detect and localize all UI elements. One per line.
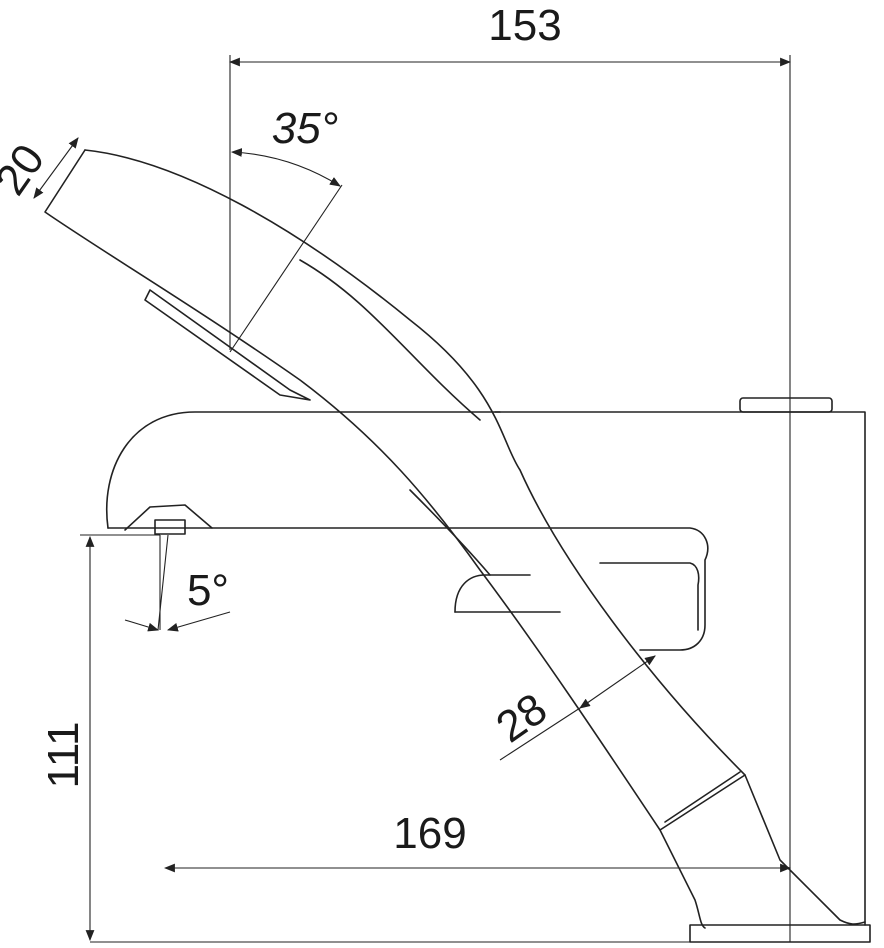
dim-28-label: 28 [488, 684, 556, 752]
dim-5deg-label: 5° [187, 566, 229, 615]
dimension-lines [33, 55, 870, 943]
dim-35deg-label: 35° [272, 104, 339, 153]
dim-169-label: 169 [393, 809, 466, 858]
dim-20-label: 20 [0, 136, 54, 204]
control-button [739, 397, 833, 413]
dim-153-label: 153 [488, 1, 561, 50]
dim-111-label: 111 [39, 722, 88, 789]
hand-shower [44, 149, 866, 929]
base-plate [689, 924, 871, 943]
faucet-body [106, 397, 871, 943]
